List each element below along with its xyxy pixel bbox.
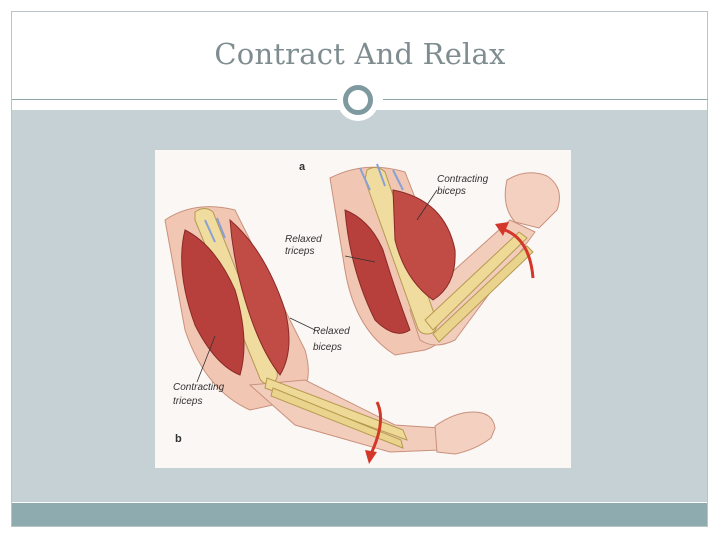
extended-arm [164,206,496,464]
label-contracting-biceps-line1: Contracting [437,174,489,185]
label-contracting-triceps-line1: Contracting [173,382,225,393]
label-relaxed-triceps-line2: triceps [285,246,314,257]
circle-ring-icon [343,85,373,115]
arm-diagram-svg: a b Contracting biceps Relaxed triceps R… [164,161,560,464]
panel-a-letter: a [299,161,306,173]
leader-lines [196,189,438,383]
slide-title: Contract And Relax [214,37,506,71]
label-relaxed-triceps-line1: Relaxed [285,234,322,245]
footer-bar [12,503,707,526]
label-contracting-biceps-line2: biceps [437,186,466,197]
panel-b-letter: b [175,433,182,445]
label-relaxed-biceps-line2: biceps [313,342,342,353]
title-divider-left [12,99,337,100]
title-divider-right [383,99,708,100]
label-relaxed-biceps-line1: Relaxed [313,326,350,337]
slide-frame [11,11,708,527]
flexed-arm [329,163,560,356]
arm-muscle-illustration: a b Contracting biceps Relaxed triceps R… [155,150,571,468]
label-contracting-triceps-line2: triceps [173,396,202,407]
